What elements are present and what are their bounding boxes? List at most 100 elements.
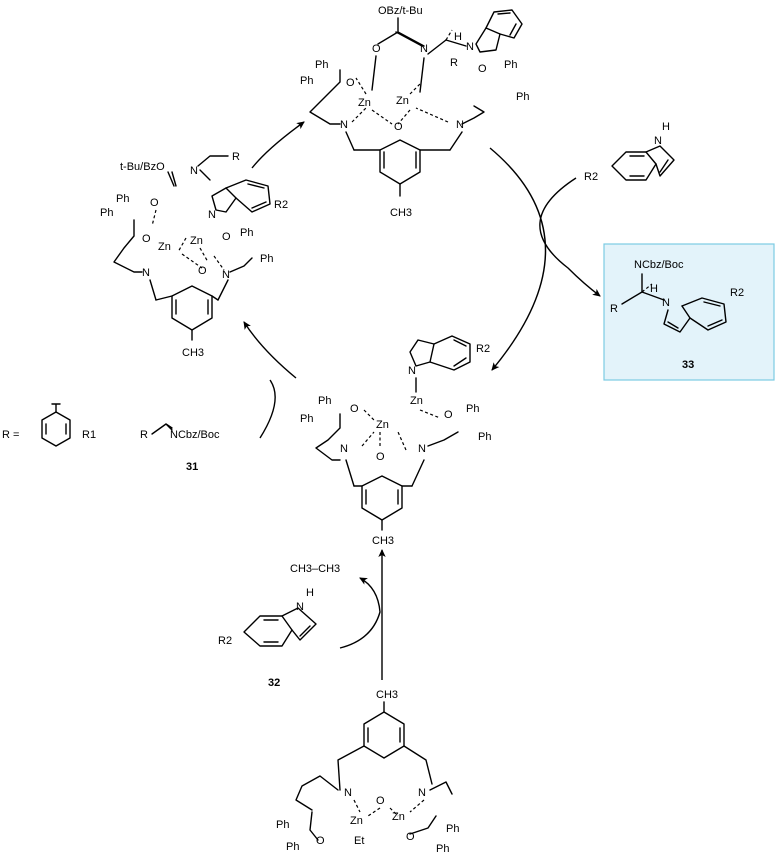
zinc-1: Zn xyxy=(358,97,371,109)
arrow-top-to-center xyxy=(489,147,547,371)
complex-top: OBz/t-Bu O N H R N Ph Ph O O Ph Ph Zn Zn… xyxy=(300,5,529,219)
svg-text:O: O xyxy=(376,451,385,463)
r-group-definition: R = R1 xyxy=(2,403,96,447)
cycle-arrows xyxy=(243,121,601,680)
compound-number-32: 32 xyxy=(268,677,280,689)
svg-text:Ph: Ph xyxy=(318,395,331,407)
top-indole: N xyxy=(466,9,523,53)
svg-text:Ph: Ph xyxy=(300,413,313,425)
svg-text:CH3: CH3 xyxy=(372,535,394,547)
svg-text:Ph: Ph xyxy=(116,193,129,205)
ethane-byproduct: CH3–CH3 xyxy=(290,563,340,575)
zinc-2: Zn xyxy=(396,95,409,107)
svg-text:O: O xyxy=(222,231,231,243)
svg-text:O: O xyxy=(394,121,403,133)
svg-text:R =: R = xyxy=(2,429,19,441)
svg-text:N: N xyxy=(340,443,348,455)
svg-text:R: R xyxy=(140,429,148,441)
svg-text:t-Bu/BzO: t-Bu/BzO xyxy=(120,161,165,173)
h-label: H xyxy=(454,31,462,43)
svg-text:Zn: Zn xyxy=(190,235,203,247)
svg-text:H: H xyxy=(650,283,658,295)
svg-text:N: N xyxy=(418,787,426,799)
arrow-left-to-top xyxy=(251,121,305,169)
svg-text:Ph: Ph xyxy=(504,59,517,71)
svg-text:CH3: CH3 xyxy=(182,347,204,359)
reagent-indole-32: R2 N H 32 xyxy=(218,587,317,689)
svg-text:N: N xyxy=(654,135,662,147)
svg-text:Zn: Zn xyxy=(158,241,171,253)
svg-text:Ph: Ph xyxy=(276,819,289,831)
svg-text:Ph: Ph xyxy=(436,843,449,855)
svg-text:CH3: CH3 xyxy=(376,689,398,701)
product-highlight-box xyxy=(603,243,775,381)
svg-text:O: O xyxy=(198,265,207,277)
svg-text:Ph: Ph xyxy=(478,431,491,443)
svg-text:Ph: Ph xyxy=(286,841,299,853)
complex-center: N R2 Zn Zn O O Ph Ph Ph Ph O N N CH3 xyxy=(300,335,491,547)
svg-text:Ph: Ph xyxy=(516,91,529,103)
svg-text:O: O xyxy=(150,197,159,209)
svg-text:H: H xyxy=(662,121,670,133)
svg-text:O: O xyxy=(142,233,151,245)
svg-text:N: N xyxy=(340,119,348,131)
svg-text:Zn: Zn xyxy=(350,815,363,827)
reagent-indole-right: R2 N H xyxy=(584,121,675,183)
arrow-indole-in-ethane-out xyxy=(339,577,381,649)
svg-text:N: N xyxy=(190,165,198,177)
svg-text:Zn: Zn xyxy=(392,811,405,823)
precatalyst: CH3 N O N Zn Zn Et O O Ph Ph Ph Ph xyxy=(276,689,459,855)
svg-text:H: H xyxy=(306,587,314,599)
svg-text:Ph: Ph xyxy=(100,207,113,219)
svg-text:NCbz/Boc: NCbz/Boc xyxy=(634,259,684,271)
left-indole: N R2 xyxy=(208,179,288,221)
acyl-label: OBz/t-Bu xyxy=(378,5,423,17)
svg-text:N: N xyxy=(296,601,304,613)
svg-text:R2: R2 xyxy=(730,287,744,299)
svg-text:R2: R2 xyxy=(476,343,490,355)
svg-text:R2: R2 xyxy=(218,635,232,647)
svg-text:Zn: Zn xyxy=(376,419,389,431)
svg-text:N: N xyxy=(408,365,416,377)
imine-nitrogen: N xyxy=(420,43,428,55)
svg-text:Ph: Ph xyxy=(466,403,479,415)
svg-text:N: N xyxy=(418,443,426,455)
compound-number-31: 31 xyxy=(186,461,198,473)
svg-text:N: N xyxy=(142,267,150,279)
svg-text:O: O xyxy=(376,795,385,807)
svg-text:N: N xyxy=(222,269,230,281)
r-label: R xyxy=(450,57,458,69)
svg-text:O: O xyxy=(316,835,325,847)
arrow-imine-in xyxy=(259,379,276,439)
svg-text:R: R xyxy=(232,151,240,163)
svg-text:Et: Et xyxy=(354,835,364,847)
svg-text:Ph: Ph xyxy=(315,59,328,71)
svg-text:NCbz/Boc: NCbz/Boc xyxy=(170,429,220,441)
arrow-center-to-left xyxy=(243,321,297,379)
complex-left: t-Bu/BzO N R O O N R2 Ph Ph Zn Zn O Ph P… xyxy=(100,151,288,359)
svg-text:N: N xyxy=(662,297,670,309)
svg-text:Ph: Ph xyxy=(300,75,313,87)
acyl-oxygen: O xyxy=(372,43,381,55)
methyl-label: CH3 xyxy=(390,207,412,219)
svg-text:O: O xyxy=(444,409,453,421)
svg-text:N: N xyxy=(344,787,352,799)
svg-text:R: R xyxy=(610,303,618,315)
compound-number-33: 33 xyxy=(682,359,694,371)
svg-text:N: N xyxy=(208,209,216,221)
svg-text:Ph: Ph xyxy=(260,253,273,265)
svg-text:O: O xyxy=(346,77,355,89)
svg-text:O: O xyxy=(478,63,487,75)
svg-text:Ph: Ph xyxy=(446,823,459,835)
svg-text:Ph: Ph xyxy=(240,227,253,239)
svg-text:O: O xyxy=(350,403,359,415)
reagent-imine-31: R NCbz/Boc 31 xyxy=(140,423,220,473)
svg-text:N: N xyxy=(466,41,474,53)
svg-text:R2: R2 xyxy=(584,171,598,183)
center-indole: N R2 xyxy=(408,335,490,377)
arrow-product-release xyxy=(539,177,601,297)
svg-text:Zn: Zn xyxy=(410,395,423,407)
svg-text:O: O xyxy=(406,831,415,843)
svg-text:R2: R2 xyxy=(274,199,288,211)
